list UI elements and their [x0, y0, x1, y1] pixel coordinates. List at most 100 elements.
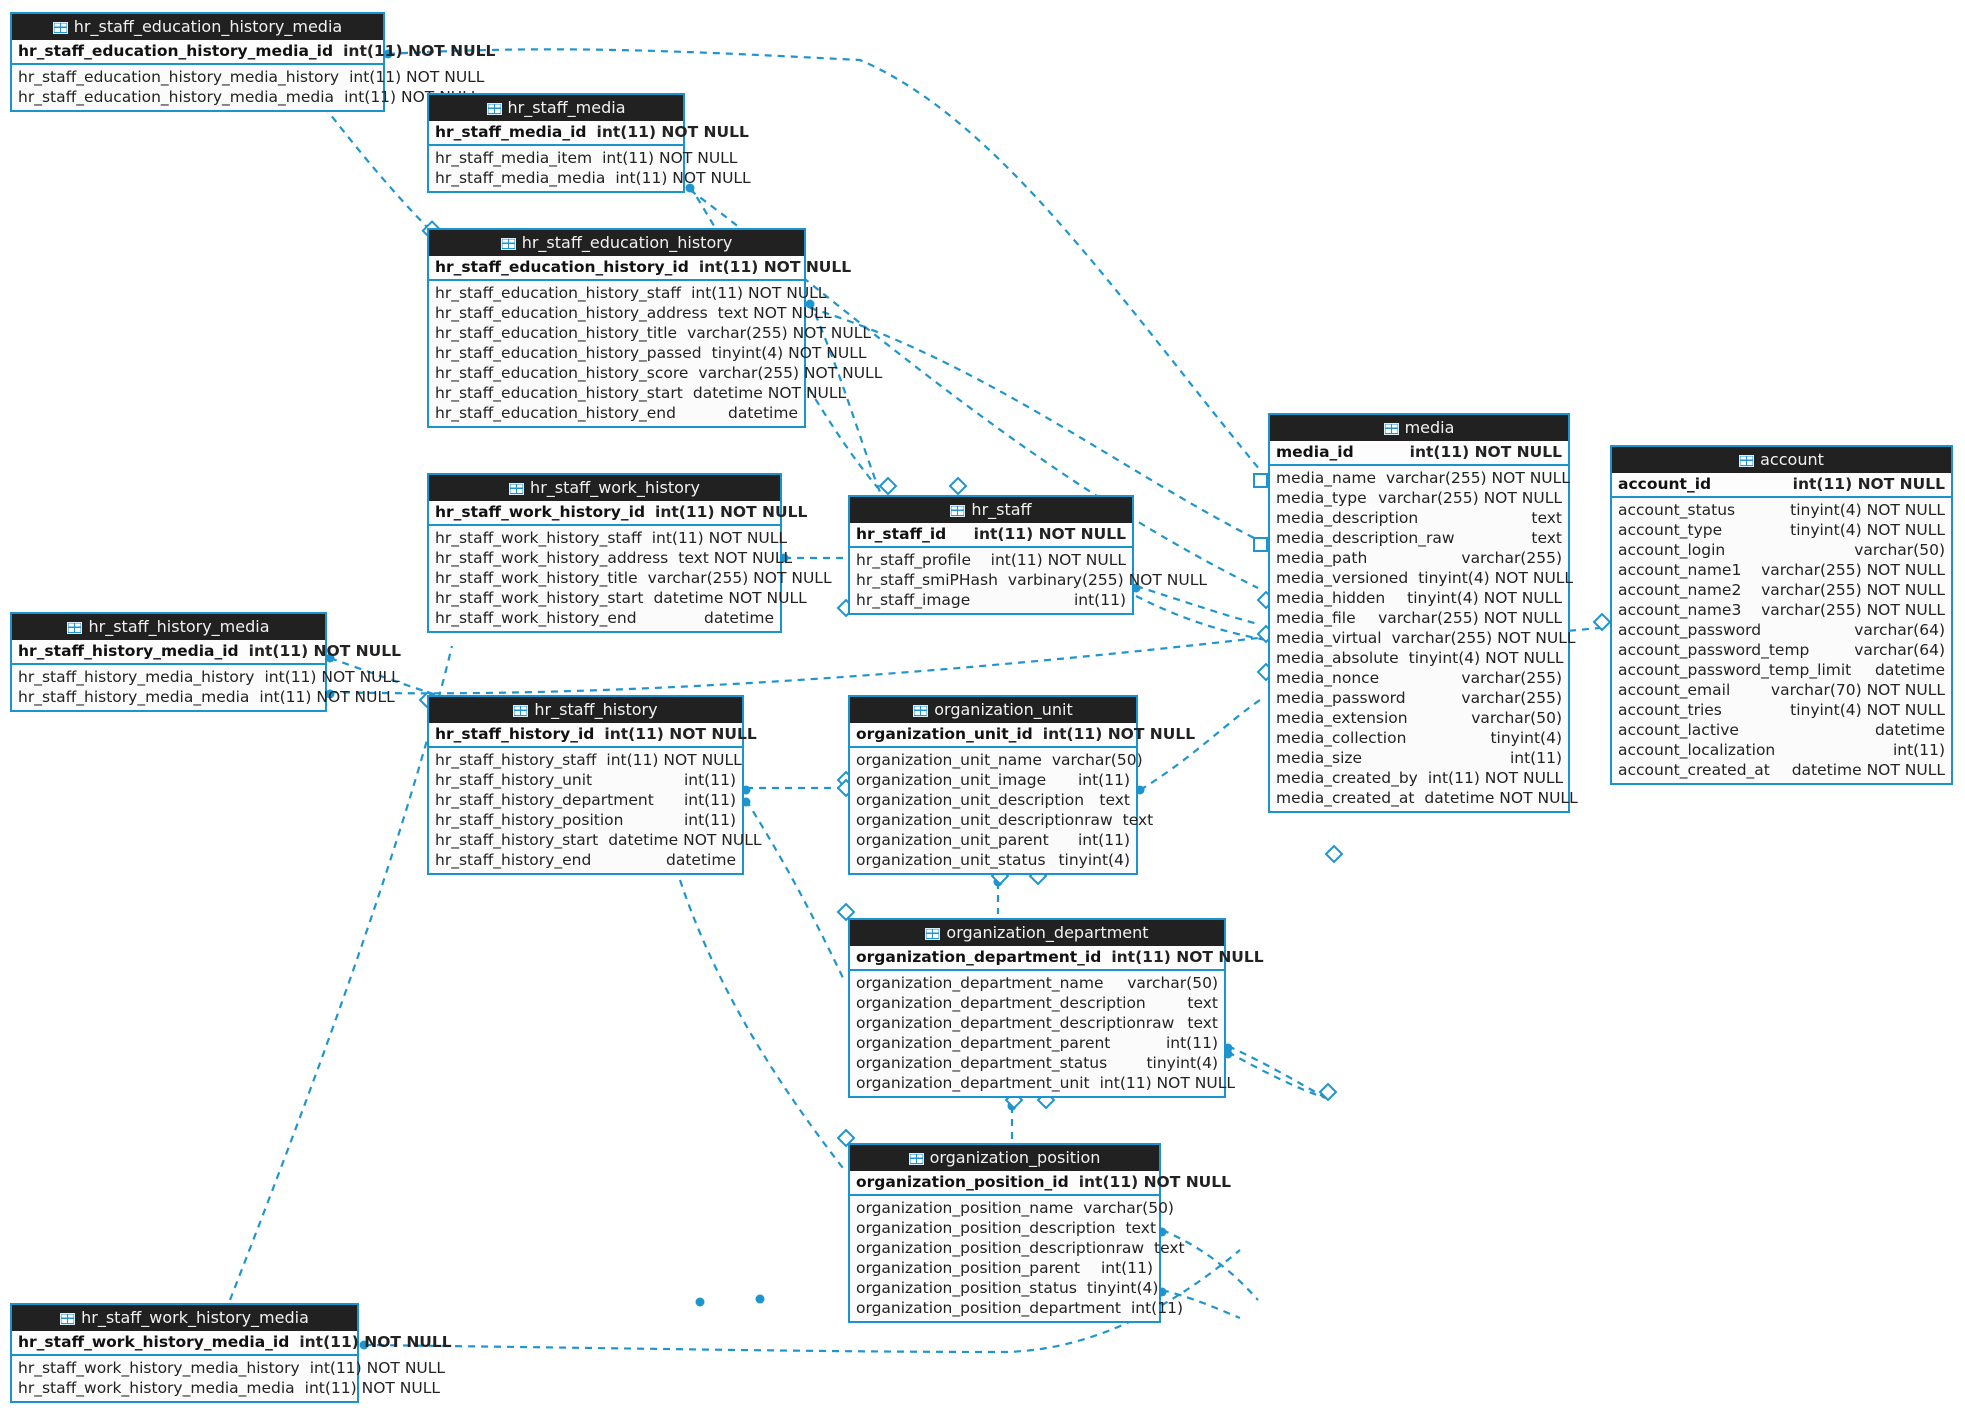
table-header-organization_unit[interactable]: organization_unit — [850, 697, 1136, 723]
table-header-organization_department[interactable]: organization_department — [850, 920, 1224, 946]
column-row[interactable]: hr_staff_education_history_media_history… — [12, 67, 484, 87]
table-header-account[interactable]: account — [1612, 447, 1951, 473]
table-header-hr_staff_education_history_media[interactable]: hr_staff_education_history_media — [12, 14, 383, 40]
entity-table-hr_staff_education_history_media[interactable]: hr_staff_education_history_media hr_staff… — [10, 12, 495, 112]
entity-table-hr_staff_work_history[interactable]: hr_staff_work_history hr_staff_work_histo… — [427, 473, 832, 633]
table-header-hr_staff_history[interactable]: hr_staff_history — [429, 697, 742, 723]
table-header-media[interactable]: media — [1270, 415, 1568, 441]
table-header-hr_staff_work_history[interactable]: hr_staff_work_history — [429, 475, 780, 501]
table-header-hr_staff_history_media[interactable]: hr_staff_history_media — [12, 614, 325, 640]
table-header-hr_staff[interactable]: hr_staff — [850, 497, 1132, 523]
table-header-hr_staff_work_history_media[interactable]: hr_staff_work_history_media — [12, 1305, 357, 1331]
